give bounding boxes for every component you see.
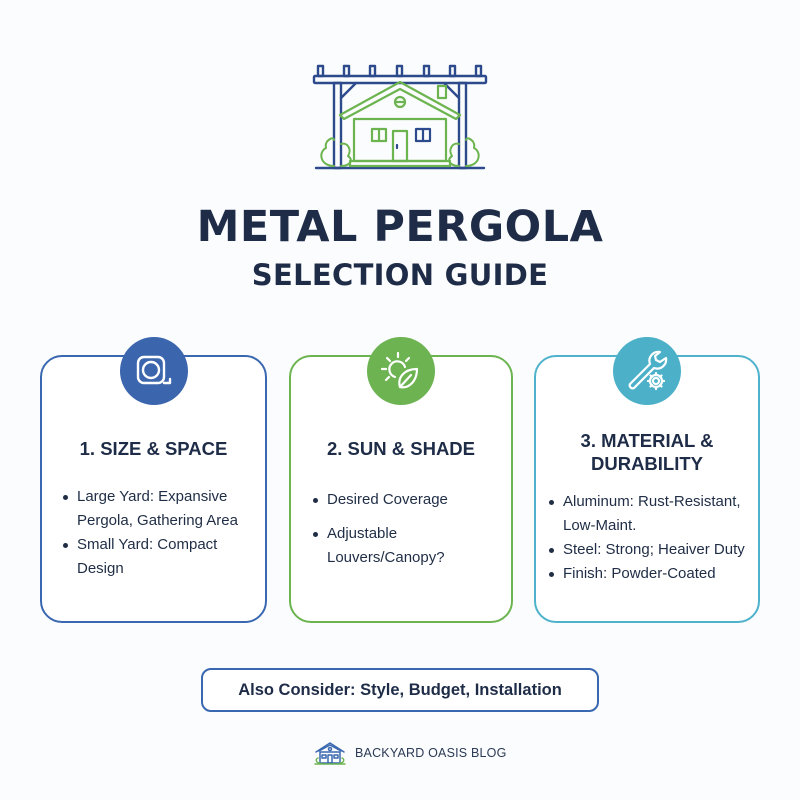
- card-title: 2. SUN & SHADE: [326, 438, 476, 459]
- also-consider-banner: Also Consider: Style, Budget, Installati…: [201, 668, 599, 712]
- tape-measure-icon: [136, 355, 171, 385]
- list-item: Adjustable Louvers/Canopy?: [312, 522, 502, 570]
- list-item: Steel: Strong; Heaiver Duty: [548, 538, 758, 562]
- card-sun-shade: 2. SUN & SHADE Desired Coverage Adjustab…: [289, 337, 513, 623]
- banner-text: Also Consider: Style, Budget, Installati…: [238, 680, 562, 699]
- card-badge: [367, 337, 435, 405]
- list-item: Aluminum: Rust-Resistant, Low-Maint.: [548, 490, 758, 538]
- house-logo-icon: [314, 742, 346, 765]
- pergola-house-icon: [312, 64, 488, 170]
- list-item: Desired Coverage: [312, 488, 502, 512]
- card-badge: [613, 337, 681, 405]
- card-title: 1. SIZE & SPACE: [79, 438, 228, 459]
- list-item: Finish: Powder-Coated: [548, 562, 758, 586]
- list-item: Small Yard: Compact Design: [62, 533, 262, 581]
- card-bullet-list: Aluminum: Rust-Resistant, Low-Maint. Ste…: [548, 490, 758, 586]
- footer-brand-text: BACKYARD OASIS BLOG: [355, 746, 507, 760]
- wrench-gear-icon: [628, 350, 668, 391]
- page-subtitle: SELECTION GUIDE: [251, 258, 549, 292]
- card-bullet-list: Large Yard: Expansive Pergola, Gathering…: [62, 485, 262, 581]
- card-size-space: 1. SIZE & SPACE Large Yard: Expansive Pe…: [40, 337, 267, 623]
- list-item: Large Yard: Expansive Pergola, Gathering…: [62, 485, 262, 533]
- card-badge: [119, 337, 188, 405]
- page-title: METAL PERGOLA: [196, 202, 604, 252]
- sun-leaf-icon: [380, 351, 419, 389]
- card-bullet-list: Desired Coverage Adjustable Louvers/Cano…: [312, 488, 502, 570]
- card-title: 3. MATERIAL & DURABILITY: [580, 430, 714, 474]
- card-material-durability: 3. MATERIAL & DURABILITY Aluminum: Rust-…: [534, 337, 760, 623]
- footer-brand: BACKYARD OASIS BLOG: [313, 740, 507, 766]
